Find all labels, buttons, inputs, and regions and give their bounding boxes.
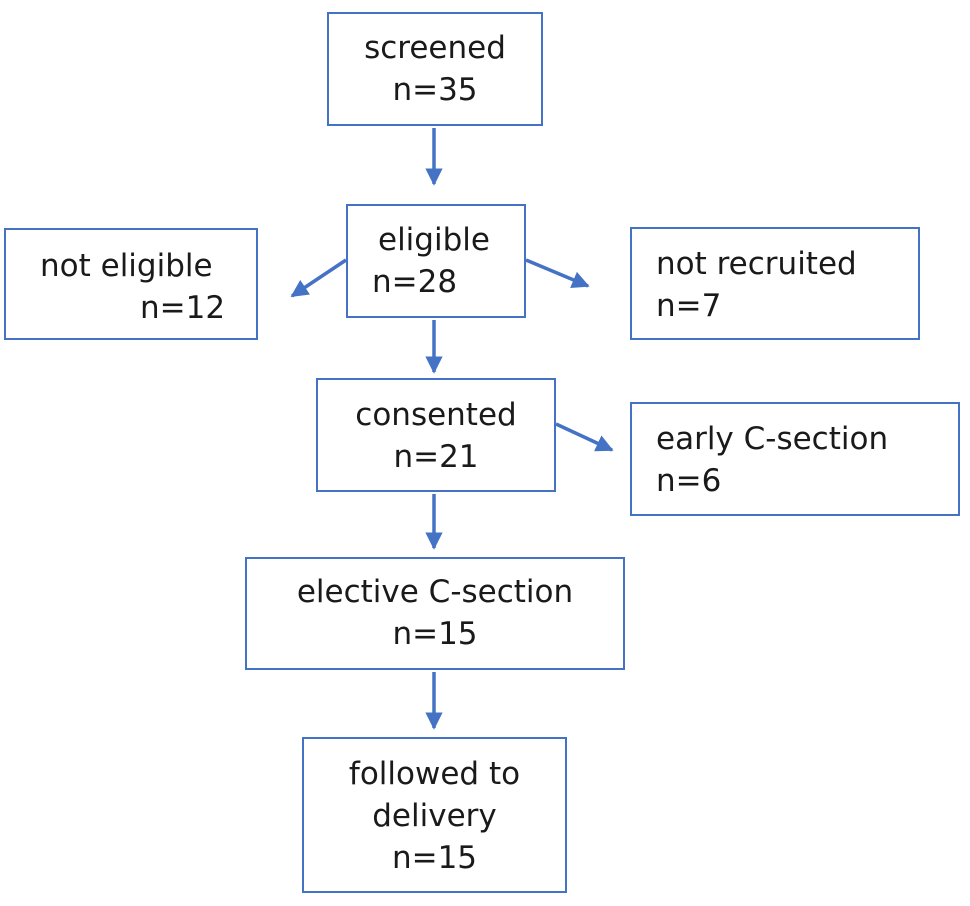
node-followed-count: n=15: [391, 840, 478, 876]
arrow-consented-to-early-c-section: [555, 422, 614, 452]
node-early-c-section-count: n=6: [656, 463, 722, 499]
node-screened-label: screened: [364, 30, 506, 66]
node-not-eligible: not eligible n=12: [4, 228, 258, 340]
node-elective-c-section-count: n=15: [392, 616, 478, 652]
node-consented-count: n=21: [393, 439, 479, 475]
node-early-c-section-label: early C-section: [656, 421, 889, 457]
node-screened: screened n=35: [327, 12, 543, 126]
node-not-recruited-count: n=7: [656, 288, 722, 324]
node-not-recruited-label: not recruited: [656, 246, 857, 282]
node-eligible-label: eligible: [378, 222, 490, 258]
node-followed-to-delivery: followed to delivery n=15: [302, 737, 567, 893]
node-elective-c-section: elective C-section n=15: [245, 557, 625, 670]
node-elective-c-section-label: elective C-section: [296, 574, 574, 610]
node-early-c-section: early C-section n=6: [630, 402, 960, 516]
node-not-eligible-label: not eligible: [40, 248, 213, 284]
arrow-eligible-to-not-recruited: [525, 258, 590, 288]
node-eligible: eligible n=28: [346, 204, 526, 318]
node-not-recruited: not recruited n=7: [630, 227, 920, 340]
node-consented-label: consented: [355, 397, 517, 433]
node-eligible-count: n=28: [372, 264, 458, 300]
arrow-eligible-to-not-eligible: [290, 258, 347, 298]
node-screened-count: n=35: [392, 72, 478, 108]
node-followed-label-line1: followed to: [348, 756, 521, 792]
node-not-eligible-count: n=12: [140, 290, 226, 326]
node-followed-label-line2: delivery: [372, 798, 497, 834]
node-consented: consented n=21: [316, 378, 556, 492]
